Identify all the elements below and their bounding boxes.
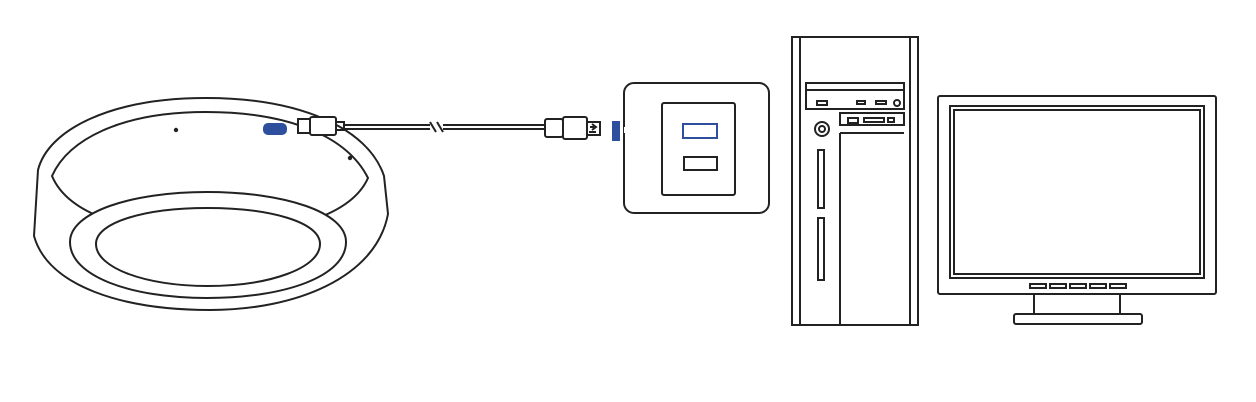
speakerphone-mic-icon [347, 155, 353, 161]
desktop-tower [791, 36, 919, 326]
usb-port-icon [263, 123, 287, 135]
arrow-stripe-1 [612, 121, 620, 141]
usb-port-closeup [623, 82, 770, 214]
monitor [937, 95, 1217, 325]
speakerphone-device [32, 96, 390, 312]
speakerphone-led-icon [173, 127, 179, 133]
usb-cable [297, 116, 601, 140]
